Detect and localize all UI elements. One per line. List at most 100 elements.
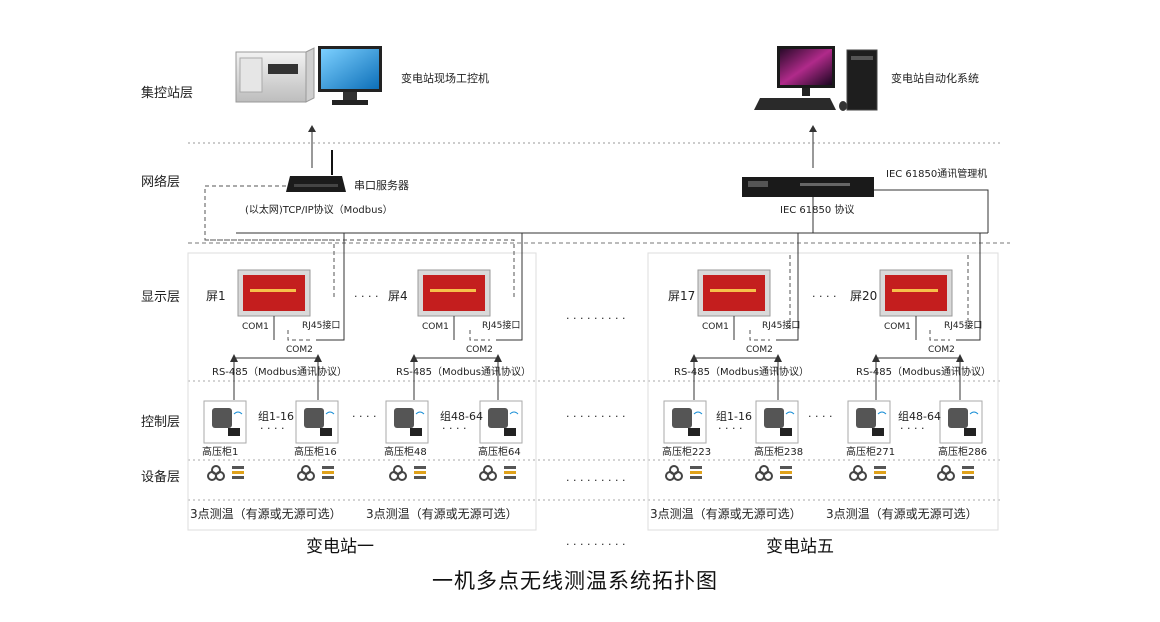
station-5-frame	[647, 252, 999, 531]
screen-uplinks	[316, 233, 981, 341]
left-protocol-label: (以太网)TCP/IP协议（Modbus）	[245, 203, 393, 216]
temperature-unit	[295, 400, 339, 444]
cabinet-label: 高压柜238	[754, 445, 803, 458]
arrow-head	[774, 354, 782, 362]
layer-label-network: 网络层	[141, 174, 180, 190]
temperature-unit	[663, 400, 707, 444]
rs485-label: RS-485（Modbus通讯协议）	[396, 365, 531, 378]
rs485-bus	[233, 357, 319, 400]
group-label: 组48-64	[898, 409, 941, 423]
group-label: 组48-64	[440, 409, 483, 423]
rs485-bus	[875, 357, 961, 400]
touch-screen	[237, 269, 311, 317]
screen-name: 屏1	[206, 289, 226, 303]
layer-label-device: 设备层	[141, 469, 180, 485]
control-ellipsis: · · · ·	[808, 410, 832, 423]
group-ellipsis: · · · ·	[718, 422, 742, 435]
industrial-pc-icon	[235, 46, 382, 105]
rj45-label: RJ45接口	[762, 319, 800, 331]
arrow-head	[308, 125, 316, 132]
station-gap-dots: · · · · · · · · ·	[566, 538, 625, 551]
screen-name: 屏17	[668, 289, 695, 303]
rs485-label: RS-485（Modbus通讯协议）	[674, 365, 809, 378]
cabinet-label: 高压柜48	[384, 445, 427, 458]
rs485-label: RS-485（Modbus通讯协议）	[856, 365, 991, 378]
cabinet-label: 高压柜16	[294, 445, 337, 458]
sensor-icon	[849, 465, 886, 481]
rs485-bus	[413, 357, 499, 400]
temperature-unit	[203, 400, 247, 444]
screen-name: 屏4	[388, 289, 408, 303]
group-label: 组1-16	[716, 409, 752, 423]
temperature-unit	[939, 400, 983, 444]
sensor-icon	[389, 465, 426, 481]
station-gap-dots: · · · · · · · · ·	[566, 410, 625, 423]
display-ellipsis: · · · ·	[812, 290, 836, 303]
station-name: 变电站一	[306, 537, 374, 557]
control-units-group: 高压柜1 高压柜16 高压柜48 高压柜64 高压柜223 高压柜238 高压柜271 高压柜…	[202, 400, 987, 458]
cabinet-label: 高压柜223	[662, 445, 711, 458]
arrow-head	[956, 354, 964, 362]
screen-name: 屏20	[850, 289, 877, 303]
station-gap-dots: · · · · · · · · ·	[566, 312, 625, 325]
station-gap-dots: · · · · · · · · ·	[566, 474, 625, 487]
control-ellipsis: · · · ·	[352, 410, 376, 423]
station-name: 变电站五	[766, 537, 834, 557]
device-sensors-group	[207, 465, 974, 481]
com1-label: COM1	[422, 322, 449, 332]
touch-screen	[879, 269, 953, 317]
sensor-icon	[479, 465, 516, 481]
sensor-icon	[297, 465, 334, 481]
sensor-icon	[937, 465, 974, 481]
arrow-head	[494, 354, 502, 362]
diagram-title: 一机多点无线测温系统拓扑图	[432, 569, 718, 593]
com2-label: COM2	[928, 345, 955, 355]
sensor-icon	[755, 465, 792, 481]
group-ellipsis: · · · ·	[442, 422, 466, 435]
arrow-head	[410, 354, 418, 362]
cabinet-label: 高压柜271	[846, 445, 895, 458]
measure-note: 3点测温（有源或无源可选）	[650, 507, 802, 521]
arrow-head	[872, 354, 880, 362]
group-ellipsis: · · · ·	[900, 422, 924, 435]
serial-server-icon	[286, 150, 346, 192]
measure-note: 3点测温（有源或无源可选）	[826, 507, 978, 521]
com1-label: COM1	[242, 322, 269, 332]
group-label: 组1-16	[258, 409, 294, 423]
layer-label-control-station: 集控站层	[141, 85, 193, 101]
rj45-dashed	[287, 255, 969, 341]
right-protocol-label: IEC 61850 协议	[780, 203, 854, 216]
cabinet-label: 高压柜64	[478, 445, 521, 458]
rj45-label: RJ45接口	[302, 319, 340, 331]
cabinet-label: 高压柜286	[938, 445, 987, 458]
touch-screen	[417, 269, 491, 317]
comm-manager-label: IEC 61850通讯管理机	[886, 167, 987, 180]
group-ellipsis: · · · ·	[260, 422, 284, 435]
com2-label: COM2	[746, 345, 773, 355]
com1-label: COM1	[884, 322, 911, 332]
screens-group: 屏1COM1COM2RJ45接口屏4COM1COM2RJ45接口屏17COM1C…	[206, 269, 982, 400]
measure-note: 3点测温（有源或无源可选）	[190, 507, 342, 521]
measure-note: 3点测温（有源或无源可选）	[366, 507, 518, 521]
sensor-icon	[665, 465, 702, 481]
com2-label: COM2	[466, 345, 493, 355]
arrow-head	[809, 125, 817, 132]
communication-manager-icon	[742, 177, 874, 197]
layer-label-control: 控制层	[141, 415, 180, 430]
desktop-pc-icon	[754, 46, 878, 111]
station-1-frame	[187, 252, 537, 531]
rs485-bus	[693, 357, 779, 400]
right-pc-label: 变电站自动化系统	[891, 71, 979, 85]
temperature-unit	[479, 400, 523, 444]
touch-screen	[697, 269, 771, 317]
com1-label: COM1	[702, 322, 729, 332]
temperature-unit	[385, 400, 429, 444]
rj45-label: RJ45接口	[482, 319, 520, 331]
left-pc-label: 变电站现场工控机	[401, 71, 489, 85]
cabinet-label: 高压柜1	[202, 445, 238, 458]
com2-label: COM2	[286, 345, 313, 355]
arrow-head	[690, 354, 698, 362]
temperature-unit	[755, 400, 799, 444]
rs485-label: RS-485（Modbus通讯协议）	[212, 365, 347, 378]
